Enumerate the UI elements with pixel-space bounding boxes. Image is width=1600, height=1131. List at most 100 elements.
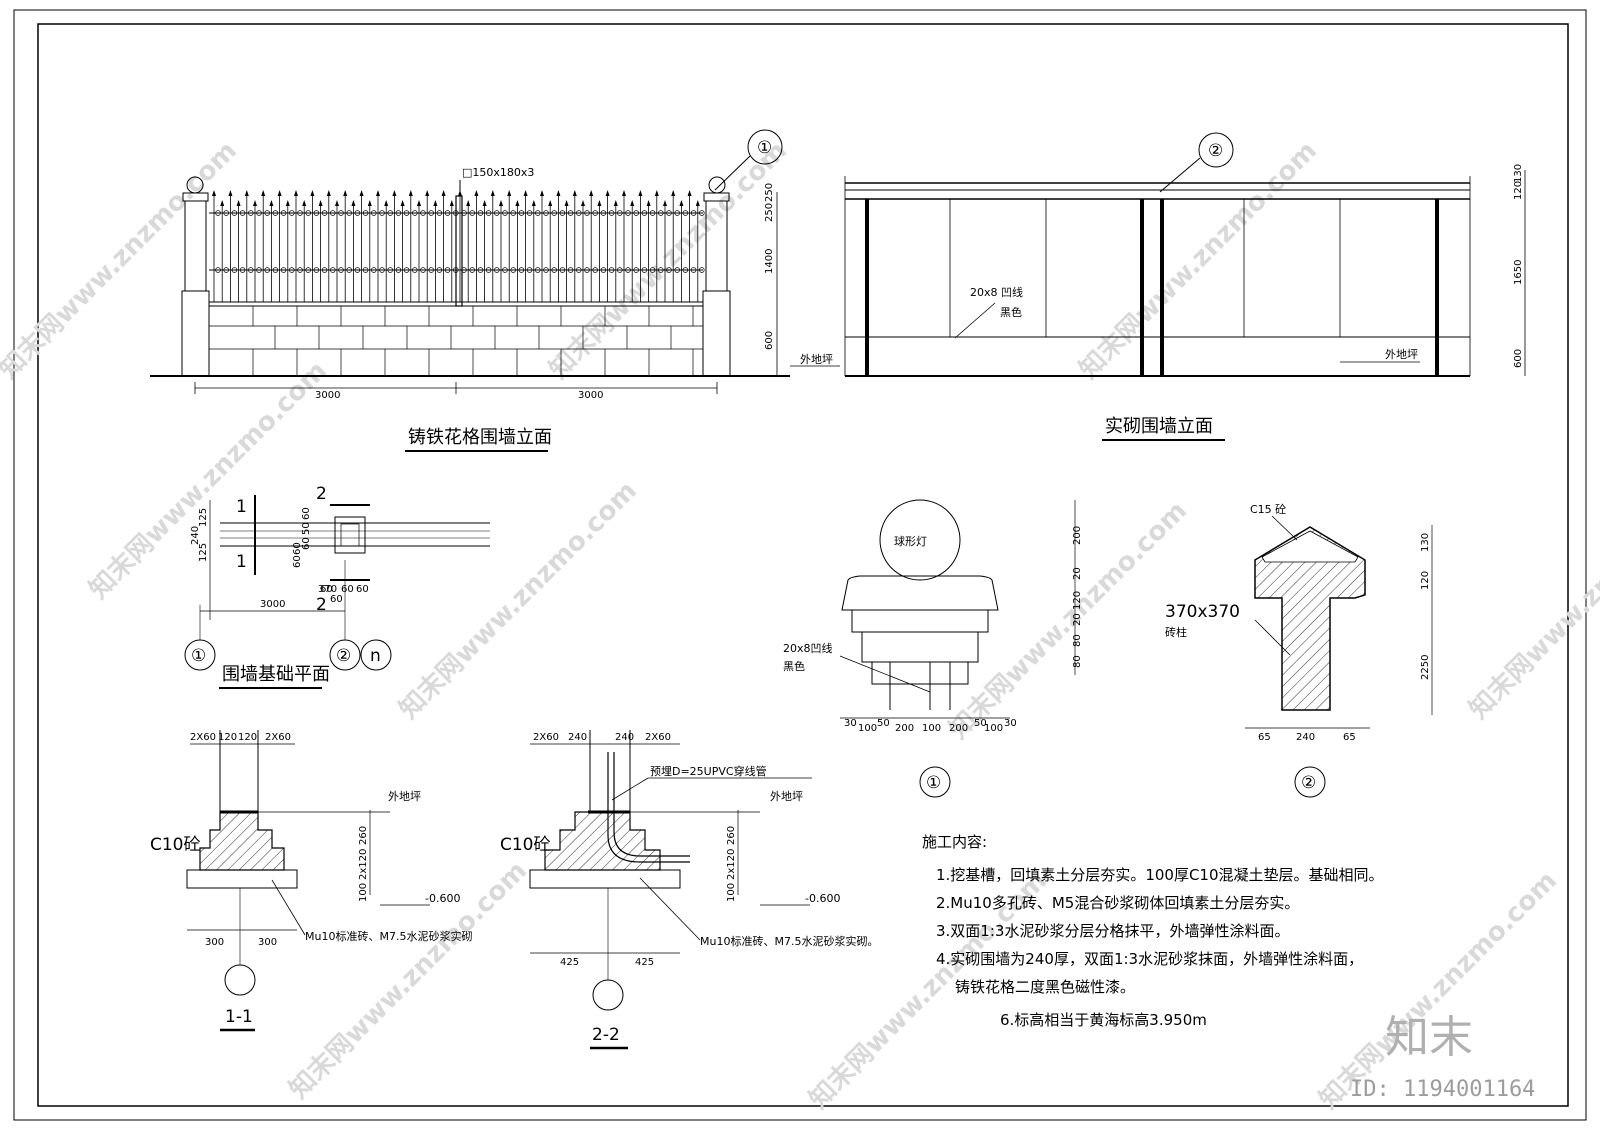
dim-label: 130 bbox=[1513, 164, 1524, 183]
spear-tip bbox=[318, 200, 323, 206]
fence-ring bbox=[477, 210, 484, 216]
watermark-text: 知末网www.znzmo.com bbox=[944, 496, 1193, 745]
spear-tip bbox=[548, 200, 553, 206]
dim-label: 2X60 bbox=[190, 732, 216, 743]
section-mark: 1 bbox=[236, 552, 247, 572]
fence-ring bbox=[354, 267, 361, 273]
solid-wall-title: 实砌围墙立面 bbox=[1105, 416, 1213, 437]
fence-ring bbox=[494, 210, 500, 216]
detail-mark: ① bbox=[926, 773, 941, 793]
note-item: 2.Mu10多孔砖、M5混合砂浆砌体回填素土分层夯实。 bbox=[936, 894, 1299, 912]
spear-tip bbox=[646, 200, 651, 206]
spear-tip bbox=[515, 200, 520, 206]
middle-post bbox=[455, 195, 463, 307]
spear-tip bbox=[244, 190, 249, 196]
dim-label: 260 bbox=[726, 826, 737, 845]
axis-label: ① bbox=[191, 646, 206, 666]
dim-label: 425 bbox=[560, 957, 579, 968]
fence-ring bbox=[362, 267, 369, 273]
fence-ring bbox=[641, 267, 648, 273]
spear-tip bbox=[605, 190, 610, 196]
fence-ring bbox=[354, 210, 361, 216]
fence-ring bbox=[551, 210, 557, 216]
fence-ring bbox=[297, 267, 303, 273]
fence-ring bbox=[231, 267, 238, 273]
dim-label: 3000 bbox=[260, 599, 285, 610]
fence-ring bbox=[305, 267, 311, 273]
spear-tip bbox=[695, 200, 700, 206]
spear-tip bbox=[663, 200, 667, 206]
ground-label: 外地坪 bbox=[800, 353, 833, 366]
fence-elevation: ① □150x180x3 250 250 1400 600 外地坪 3000 3… bbox=[150, 129, 840, 452]
fence-ring bbox=[436, 210, 443, 216]
fence-ring bbox=[658, 210, 664, 216]
ground-label: 外地坪 bbox=[388, 790, 421, 803]
spear-tip bbox=[630, 200, 635, 206]
detail-mark-circle bbox=[919, 766, 951, 798]
spear-tip bbox=[212, 190, 216, 196]
level-label: -0.600 bbox=[425, 892, 460, 905]
fence-ring bbox=[682, 210, 689, 216]
fence-ring bbox=[428, 267, 434, 273]
spear-tip bbox=[507, 190, 512, 196]
fence-ring bbox=[362, 210, 369, 216]
fence-ring bbox=[469, 267, 475, 273]
watermark-text: 知末网www.znzmo.com bbox=[284, 856, 533, 1105]
wall-pier bbox=[1435, 199, 1439, 376]
dim-label: 100 bbox=[726, 883, 737, 902]
spear-tip bbox=[671, 190, 676, 196]
spear-tip bbox=[376, 190, 380, 196]
callout-circle bbox=[747, 129, 783, 165]
spear-tip bbox=[433, 200, 438, 206]
detail-1: 球形灯 20x8凹线 黑色 200 20 120 20 80 80 30 100… bbox=[783, 499, 1083, 798]
fence-ring bbox=[280, 267, 287, 273]
dim-label: 30 bbox=[1004, 718, 1017, 729]
concrete-label: C10砼 bbox=[500, 835, 551, 855]
dim-label: 200 bbox=[949, 723, 968, 734]
fence-ring bbox=[338, 210, 344, 216]
spear-tip bbox=[622, 190, 626, 196]
axis-circle bbox=[360, 639, 392, 671]
fence-ring bbox=[395, 267, 402, 273]
axis-circle bbox=[329, 639, 361, 671]
dim-label: 60 bbox=[292, 542, 303, 555]
fence-ring bbox=[330, 210, 336, 216]
fence-ring bbox=[502, 210, 508, 216]
fence-ring bbox=[608, 267, 615, 273]
detail-2: C15 砼 370x370 砖柱 130 120 2250 65 240 65 … bbox=[1165, 503, 1433, 798]
section-mark: 2 bbox=[316, 484, 327, 504]
spear-tip bbox=[343, 190, 348, 196]
spear-tip bbox=[408, 190, 413, 196]
dim-label: 50 bbox=[974, 718, 987, 729]
fence-ring bbox=[592, 267, 598, 273]
fence-ring bbox=[625, 210, 631, 216]
ground-label: 外地坪 bbox=[770, 790, 803, 803]
fence-ring bbox=[518, 210, 525, 216]
dim-label: 20 bbox=[1072, 613, 1083, 626]
axis-circle bbox=[592, 979, 624, 1011]
dim-label: 65 bbox=[1258, 732, 1271, 743]
fence-ring bbox=[215, 210, 221, 216]
lamp-label: 球形灯 bbox=[894, 534, 927, 548]
fence-ring bbox=[395, 210, 402, 216]
spear-tip bbox=[417, 200, 421, 206]
section-title: 1-1 bbox=[225, 1007, 253, 1027]
watermark-id: ID: 1194001164 bbox=[1350, 1077, 1535, 1102]
fence-ring bbox=[600, 210, 607, 216]
fence-ring bbox=[584, 210, 590, 216]
fence-ring bbox=[403, 210, 410, 216]
dim-label: 300 bbox=[258, 937, 277, 948]
fence-ring bbox=[239, 210, 246, 216]
fence-ring bbox=[289, 267, 295, 273]
callout-circle bbox=[1198, 132, 1234, 168]
dim-label: 240 bbox=[615, 732, 634, 743]
fence-ring bbox=[477, 267, 484, 273]
fence-ring bbox=[633, 267, 639, 273]
spear-tip bbox=[466, 200, 471, 206]
note-item: 6.标高相当于黄海标高3.950m bbox=[1000, 1011, 1207, 1029]
spear-tip bbox=[474, 190, 479, 196]
fence-ring bbox=[559, 267, 566, 273]
dim-label: 100 bbox=[922, 723, 941, 734]
spear-tip bbox=[285, 200, 290, 206]
dim-label: 3000 bbox=[578, 390, 603, 401]
